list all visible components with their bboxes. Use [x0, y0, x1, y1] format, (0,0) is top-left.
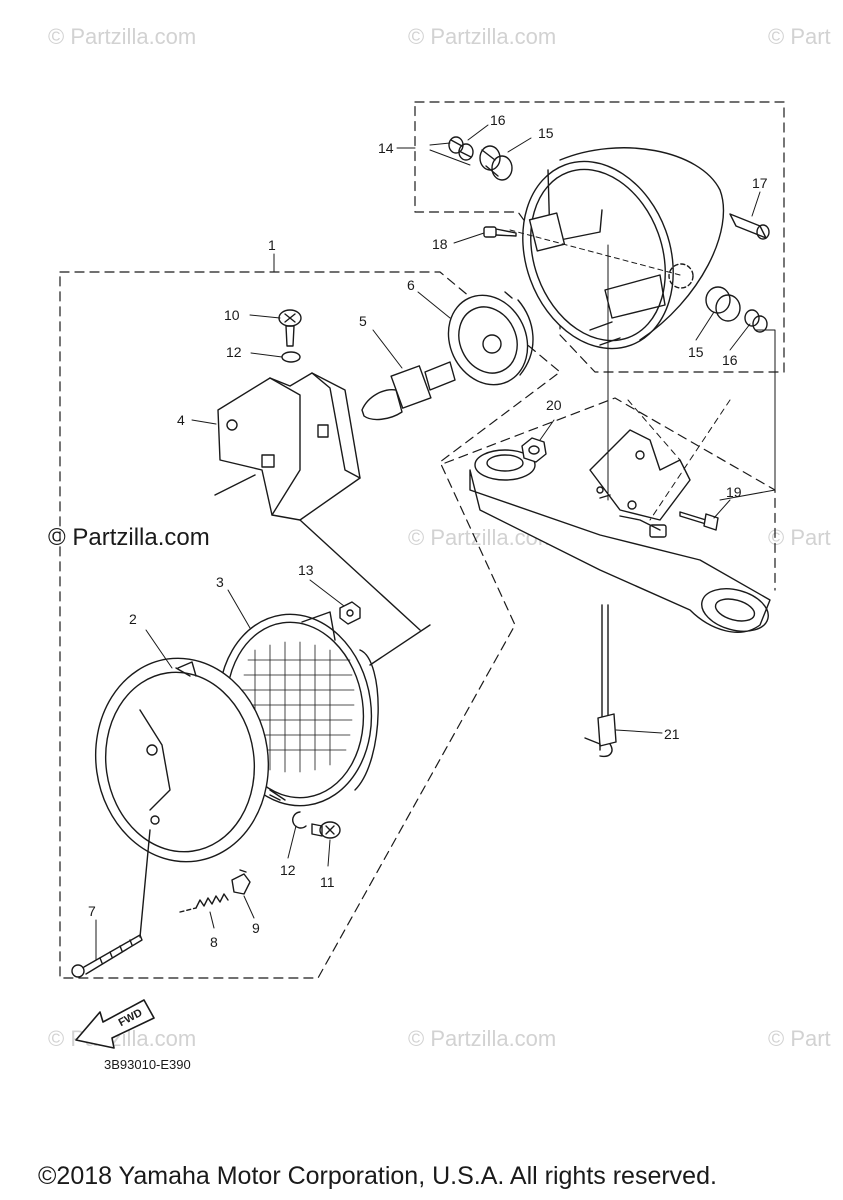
assembly-boundary-1 — [59, 271, 561, 979]
headlight-rim-2 — [94, 657, 281, 863]
watermark: © Part — [768, 1026, 831, 1051]
collar-17 — [729, 213, 770, 240]
watermark: © Partzilla.com — [408, 1026, 557, 1051]
copyright-notice: ©2018 Yamaha Motor Corporation, U.S.A. A… — [38, 1162, 717, 1190]
diagram-code: 3B93010-E390 — [104, 1057, 191, 1072]
screw-7 — [71, 829, 151, 978]
headlight-bracket-4 — [214, 372, 421, 631]
callout-12b: 12 — [280, 862, 296, 878]
collar-16-right — [744, 309, 768, 333]
cable-tie-21 — [584, 604, 617, 758]
watermark: © Part — [768, 525, 831, 550]
callout-16b: 16 — [722, 352, 738, 368]
callout-9: 9 — [252, 920, 260, 936]
callout-13: 13 — [298, 562, 314, 578]
spring-8 — [179, 893, 229, 913]
watermark: © Part — [768, 24, 831, 49]
callout-8: 8 — [210, 934, 218, 950]
callout-19: 19 — [726, 484, 742, 500]
bolt-18 — [483, 226, 517, 238]
washer-12-lower — [292, 811, 307, 829]
fwd-arrow-icon — [75, 999, 155, 1049]
callout-20: 20 — [546, 397, 562, 413]
callout-10: 10 — [224, 307, 240, 323]
bolt-19 — [679, 511, 719, 531]
headlight-case — [509, 147, 725, 350]
callout-6: 6 — [407, 277, 415, 293]
socket-cover-6 — [447, 291, 534, 386]
nut-9 — [231, 869, 251, 895]
screw-10 — [278, 309, 302, 347]
bracket-boundary — [444, 397, 776, 591]
under-bracket — [469, 429, 771, 633]
collar-16-top — [448, 136, 474, 161]
callout-16a: 16 — [490, 112, 506, 128]
callout-11: 11 — [320, 874, 335, 890]
washer-12-top — [281, 351, 301, 363]
callout-1: 1 — [268, 237, 276, 253]
watermark: © Partzilla.com — [48, 24, 197, 49]
callout-14: 14 — [378, 140, 394, 156]
callout-21: 21 — [664, 726, 680, 742]
callout-17: 17 — [752, 175, 768, 191]
watermark: © Partzilla.com — [408, 24, 557, 49]
assembly-boundary-14 — [414, 101, 785, 373]
callout-3: 3 — [216, 574, 224, 590]
callout-5: 5 — [359, 313, 367, 329]
callout-15a: 15 — [538, 125, 554, 141]
callout-4: 4 — [177, 412, 185, 428]
screw-11 — [311, 821, 341, 839]
callout-12a: 12 — [226, 344, 242, 360]
nut-20 — [521, 437, 547, 463]
callout-18: 18 — [432, 236, 448, 252]
rubber-bushing-15-top — [479, 145, 513, 181]
callout-2: 2 — [129, 611, 137, 627]
headlight-bulb-5 — [361, 361, 456, 421]
callout-15b: 15 — [688, 344, 704, 360]
rubber-bushing-15-right — [705, 286, 741, 322]
watermark-highlight: © Partzilla.com — [48, 524, 210, 551]
callout-7: 7 — [88, 903, 96, 919]
nut-13 — [339, 601, 361, 625]
